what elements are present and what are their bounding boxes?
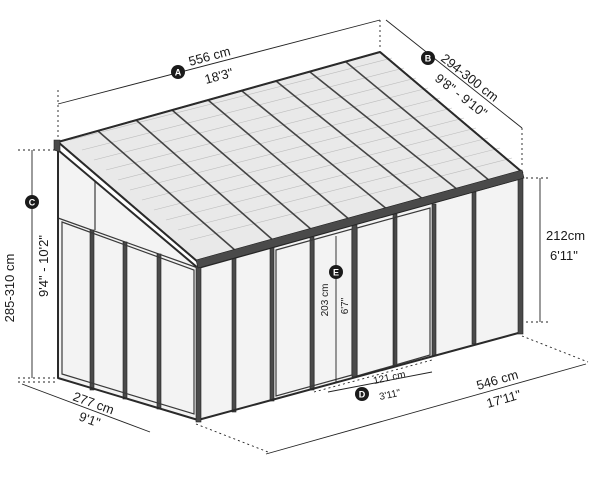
dim-A-imperial: 18'3" [203, 65, 235, 87]
dim-side-depth-imperial: 9'1" [77, 409, 103, 431]
badge-D [355, 387, 369, 401]
badge-B-letter: B [425, 54, 432, 64]
badge-C [25, 195, 39, 209]
badge-A-letter: A [175, 68, 182, 78]
dimension-E: E 203 cm 6'7" [320, 265, 351, 316]
dim-front-height-imperial: 6'11" [550, 248, 578, 263]
dim-C-imperial: 9'4" - 10'2" [36, 235, 51, 297]
dimension-side-depth: 277 cm 9'1" [71, 389, 116, 431]
dim-D-imperial: 3'11" [378, 388, 402, 403]
dim-E-metric: 203 cm [320, 284, 331, 317]
side-wall-panels [89, 229, 162, 410]
badge-C-letter: C [29, 198, 36, 208]
roof-ribs [69, 57, 513, 241]
dim-A-metric: 556 cm [187, 43, 232, 69]
badge-B [421, 51, 435, 65]
badge-E-letter: E [333, 268, 339, 278]
dimension-C: C 285-310 cm 9'4" - 10'2" [2, 195, 51, 322]
dimension-front-height: 212cm 6'11" [546, 228, 585, 263]
dimension-D: D 121 cm 3'11" [355, 369, 407, 403]
sunroom-structure [53, 51, 525, 423]
dim-front-height-metric: 212cm [546, 228, 585, 243]
dim-front-width-imperial: 17'11" [485, 387, 523, 411]
dimension-lines [18, 19, 589, 455]
dimension-A: A 556 cm 18'3" [171, 43, 235, 87]
dim-E-imperial: 6'7" [340, 297, 351, 314]
badge-D-letter: D [359, 390, 366, 400]
dim-C-metric: 285-310 cm [2, 254, 17, 323]
badge-A [171, 65, 185, 79]
badge-E [329, 265, 343, 279]
